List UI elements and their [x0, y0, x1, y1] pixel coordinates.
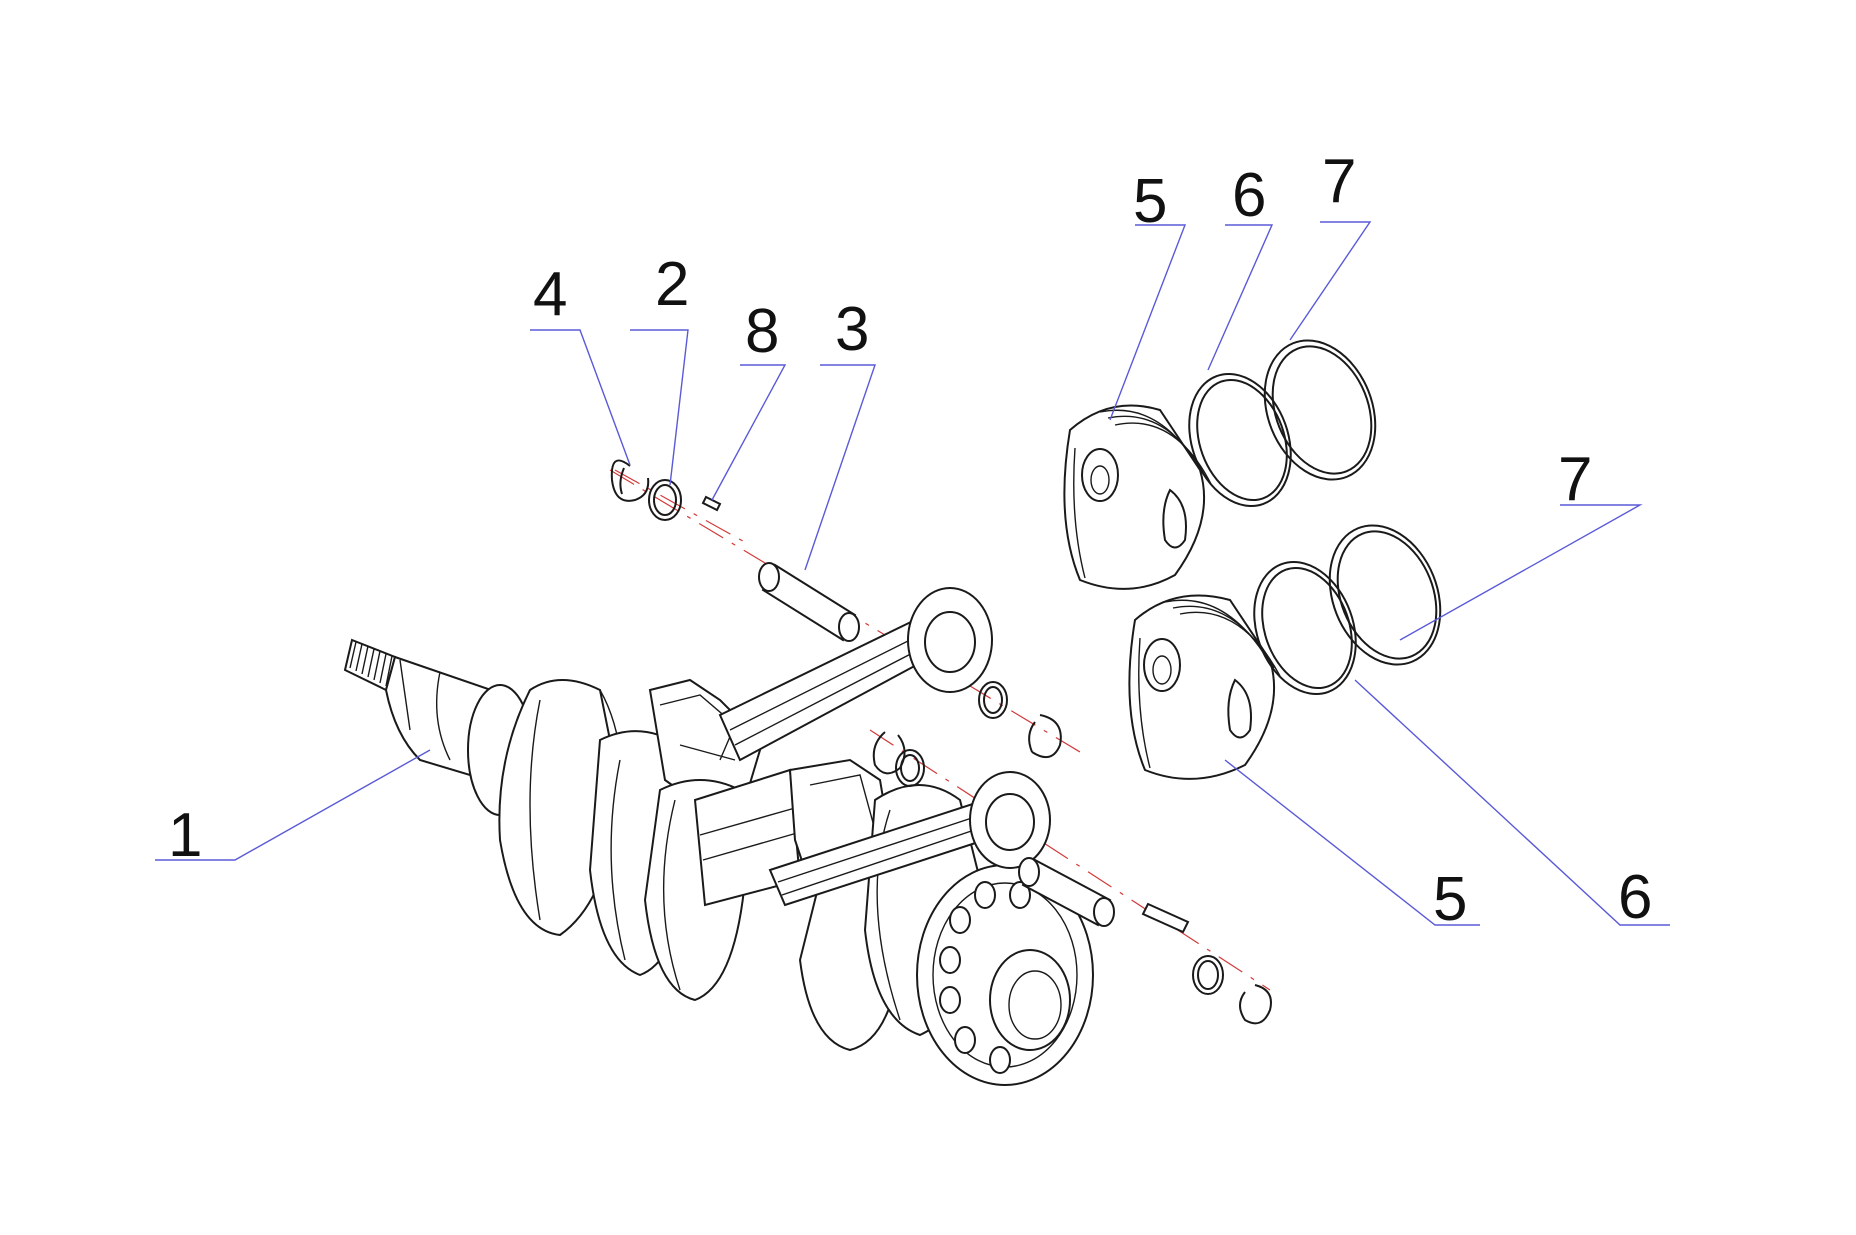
callout-1: 1: [168, 801, 202, 870]
connecting-rod-upper: [718, 587, 993, 762]
circlip-lower-left: [872, 731, 906, 775]
leader-3: [804, 364, 876, 571]
piston-pin-lower: [1018, 857, 1115, 927]
callout-6-upper: 6: [1232, 161, 1266, 230]
circlip-lower-right: [1239, 984, 1272, 1025]
washer-upper-left: [648, 479, 682, 521]
callout-2: 2: [655, 250, 689, 319]
callout-8: 8: [745, 297, 779, 366]
small-pin-upper: [701, 495, 722, 512]
callout-7-upper: 7: [1322, 147, 1356, 216]
crankshaft-front-stub: [989, 949, 1071, 1051]
leader-6-upper: [1207, 224, 1274, 371]
leader-5-upper: [1109, 224, 1187, 421]
callout-5-lower: 5: [1433, 865, 1467, 934]
piston-ring-6-lower: [1253, 561, 1357, 695]
piston-lower: [1128, 594, 1281, 780]
leader-5-lower: [1224, 759, 1480, 926]
washer-lower-left: [895, 749, 925, 787]
callout-3: 3: [835, 295, 869, 364]
circlip-upper-right: [1028, 714, 1062, 759]
callout-5-upper: 5: [1133, 167, 1167, 236]
washer-lower-right: [1192, 955, 1224, 995]
leader-lines: [155, 221, 1670, 926]
piston-upper: [1063, 404, 1213, 590]
callout-labels: 1 2 3 4 5 5 6 6 7 7 8: [168, 147, 1652, 934]
small-pin-lower: [1141, 902, 1190, 934]
leader-8: [711, 364, 787, 501]
piston-ring-7-upper: [1263, 339, 1377, 481]
piston-ring-6-upper: [1188, 373, 1292, 507]
circlip-upper-left: [610, 459, 650, 502]
washer-upper-right: [978, 681, 1008, 719]
piston-ring-7-lower: [1328, 524, 1442, 666]
leader-6-lower: [1354, 679, 1670, 926]
upper-axis-left: [614, 469, 751, 546]
callout-4: 4: [533, 260, 567, 329]
leader-1: [155, 749, 431, 861]
leader-2: [630, 329, 689, 486]
flywheel-bolt-holes: [939, 881, 1031, 1074]
crankshaft: [343, 638, 1094, 1086]
leader-7-lower: [1399, 504, 1643, 641]
lower-pin-axis: [869, 729, 1271, 991]
callout-6-lower: 6: [1618, 863, 1652, 932]
leader-7-upper: [1289, 221, 1372, 341]
leader-4: [530, 329, 631, 466]
connecting-rod-lower: [768, 771, 1051, 907]
piston-pin-upper: [758, 562, 860, 642]
callout-7-lower: 7: [1558, 445, 1592, 514]
